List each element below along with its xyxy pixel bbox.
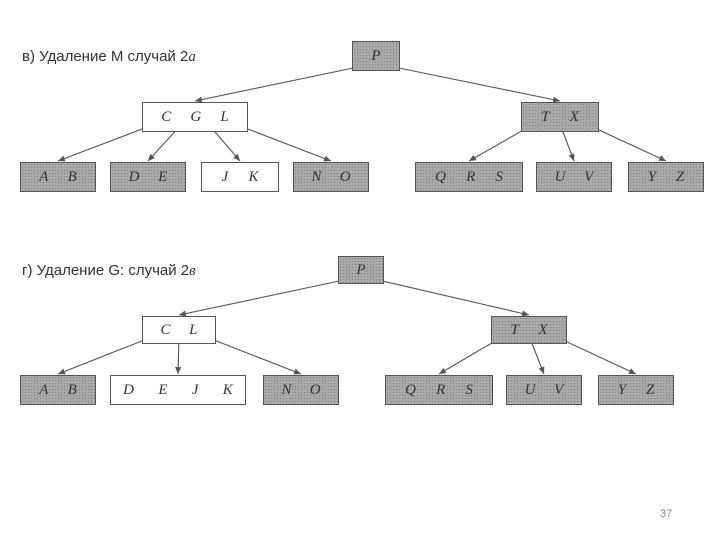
node-key: V xyxy=(554,381,564,398)
node-key: A xyxy=(39,168,49,185)
node-key: D xyxy=(123,381,134,398)
edge-t1-left-to-t1-ab xyxy=(57,123,156,162)
node-key: J xyxy=(191,381,199,398)
caption-case-2a-text: в) Удаление M случай 2 xyxy=(22,48,189,65)
btree-node-t1-qrs: Q R S xyxy=(415,162,523,192)
edge-t1-root-to-t1-right xyxy=(393,66,561,103)
node-key: R xyxy=(466,168,476,185)
node-key: O xyxy=(309,381,321,398)
node-key: Q xyxy=(405,381,416,398)
edge-t2-left-to-t2-no xyxy=(203,335,302,375)
btree-node-t2-qrs: Q R S xyxy=(385,375,493,405)
node-key: B xyxy=(67,168,77,185)
node-key: G xyxy=(190,108,202,125)
edge-t1-left-to-t1-no xyxy=(234,123,332,162)
node-key: E xyxy=(158,168,168,185)
node-key: Y xyxy=(647,168,657,185)
node-key: A xyxy=(39,381,49,398)
node-key: V xyxy=(584,168,594,185)
node-key: Z xyxy=(675,168,685,185)
caption-case-2v: г) Удаление G: случай 2в xyxy=(22,262,196,280)
node-key: L xyxy=(220,108,229,125)
node-key: N xyxy=(311,168,322,185)
caption-case-2v-text: г) Удаление G: случай 2 xyxy=(22,262,190,279)
btree-node-t2-root: P xyxy=(338,256,384,284)
node-key: J xyxy=(221,168,229,185)
node-key: Y xyxy=(617,381,627,398)
edge-t1-right-to-t1-yz xyxy=(585,123,667,162)
edge-t1-root-to-t1-left xyxy=(194,66,359,103)
node-key: Q xyxy=(435,168,446,185)
node-key: K xyxy=(248,168,259,185)
btree-node-t1-root: P xyxy=(352,41,400,71)
edge-t2-right-to-t2-yz xyxy=(554,335,637,375)
node-key: P xyxy=(356,261,366,278)
node-key: X xyxy=(569,108,579,125)
node-key: X xyxy=(538,321,548,338)
page-number: 37 xyxy=(660,508,673,520)
node-key: C xyxy=(160,321,171,338)
node-key: U xyxy=(554,168,566,185)
caption-case-2v-letter: в xyxy=(189,263,196,279)
node-key: O xyxy=(339,168,351,185)
node-key: T xyxy=(541,108,550,125)
edge-t2-root-to-t2-left xyxy=(178,279,345,317)
node-key: S xyxy=(465,381,473,398)
edge-t2-root-to-t2-right xyxy=(377,279,530,317)
node-key: N xyxy=(281,381,292,398)
node-key: R xyxy=(436,381,446,398)
caption-case-2a: в) Удаление M случай 2a xyxy=(22,48,196,66)
edge-t2-left-to-t2-ab xyxy=(57,335,155,375)
node-key: K xyxy=(222,381,233,398)
node-key: L xyxy=(189,321,198,338)
node-key: Z xyxy=(645,381,655,398)
node-key: C xyxy=(161,108,172,125)
node-key: T xyxy=(510,321,519,338)
node-key: D xyxy=(128,168,140,185)
node-key: S xyxy=(495,168,503,185)
node-key: P xyxy=(371,47,381,64)
caption-case-2a-letter: a xyxy=(188,49,196,65)
node-key: B xyxy=(67,381,77,398)
node-key: U xyxy=(524,381,536,398)
node-key: E xyxy=(158,381,168,398)
